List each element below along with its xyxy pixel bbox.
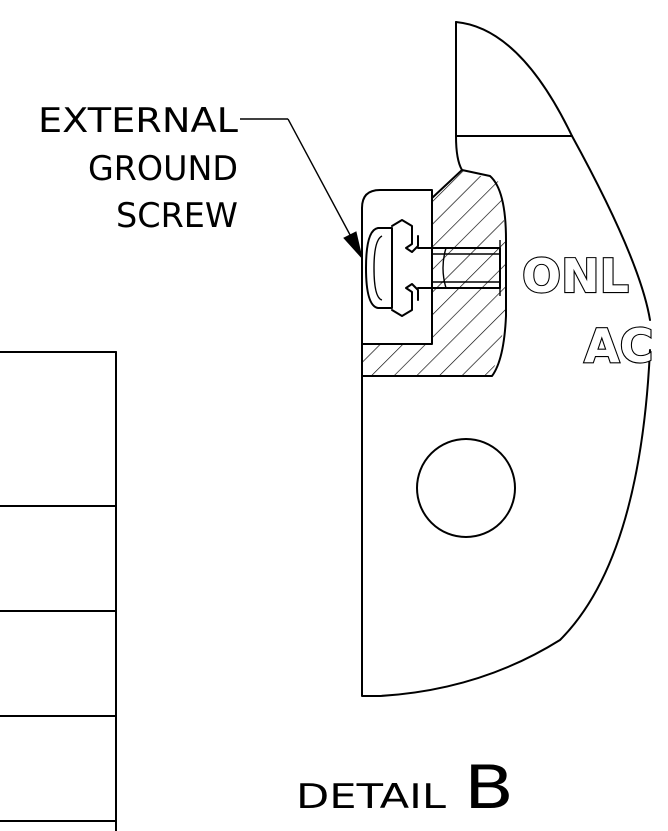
engraving-line-1: ONL — [522, 249, 629, 303]
section-inner-step — [361, 169, 463, 345]
counterbore-pocket — [361, 189, 433, 209]
outer-arc-body — [571, 135, 651, 321]
detail-label: DETAIL — [296, 777, 446, 817]
body-left-edge — [361, 375, 381, 697]
outer-arc-lower — [379, 349, 651, 697]
callout-leader — [240, 118, 363, 260]
outer-arc-upper — [455, 21, 573, 137]
section-hatch-region — [362, 170, 506, 376]
callout-line-2: GROUND — [88, 149, 238, 189]
leader-arrowhead — [343, 231, 363, 260]
housing-part: ONL AC — [361, 21, 653, 697]
mounting-hole — [416, 438, 516, 538]
detail-letter: B — [464, 753, 514, 823]
title-block-table — [0, 351, 117, 831]
section-outline — [361, 135, 507, 377]
callout-line-3: SCREW — [116, 196, 238, 236]
upper-flange-outline — [455, 21, 573, 137]
screw-washer-top — [391, 219, 419, 253]
engraving-line-2: AC — [584, 319, 653, 373]
shank-tip — [442, 247, 447, 289]
callout-line-1: EXTERNAL — [38, 101, 238, 141]
screw-washer-bottom — [391, 283, 419, 317]
leader-diagonal — [287, 118, 357, 247]
screw-head — [365, 227, 393, 309]
screw-head-inner — [373, 235, 383, 301]
